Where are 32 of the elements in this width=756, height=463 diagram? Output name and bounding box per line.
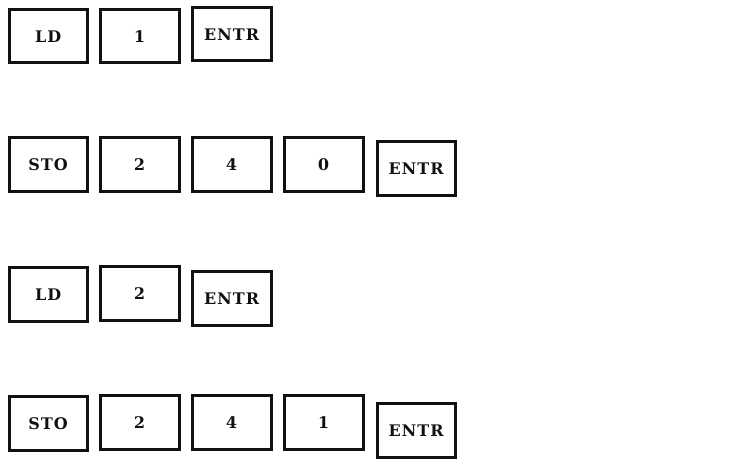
key-label: ENTR (204, 24, 260, 44)
key-label: 1 (134, 26, 146, 46)
key-box (8, 266, 89, 323)
key-label: ENTR (388, 159, 445, 178)
key-box (99, 394, 181, 451)
key-box (376, 402, 457, 459)
key-box (99, 8, 181, 64)
key-label: 2 (134, 284, 146, 303)
key-box (283, 394, 365, 451)
key-label: 0 (318, 155, 330, 174)
key-box (99, 265, 181, 322)
key-label: ENTR (388, 421, 445, 440)
key-label: 4 (226, 413, 238, 432)
key-box (283, 136, 365, 193)
key-label: ENTR (204, 289, 260, 308)
key-box (376, 140, 457, 197)
key-label: STO (28, 155, 69, 174)
key-label: 2 (134, 413, 146, 432)
key-box (191, 136, 273, 193)
key-label: 4 (226, 155, 238, 174)
key-box (8, 8, 89, 64)
key-label: 1 (318, 413, 330, 432)
key-box (191, 6, 273, 62)
key-box (8, 136, 89, 193)
key-box (191, 270, 273, 327)
key-box (191, 394, 273, 451)
key-label: STO (28, 414, 69, 433)
key-box (99, 136, 181, 193)
key-label: LD (34, 26, 62, 46)
key-label: LD (34, 285, 62, 304)
key-label: 2 (134, 155, 146, 174)
key-box (8, 395, 89, 452)
